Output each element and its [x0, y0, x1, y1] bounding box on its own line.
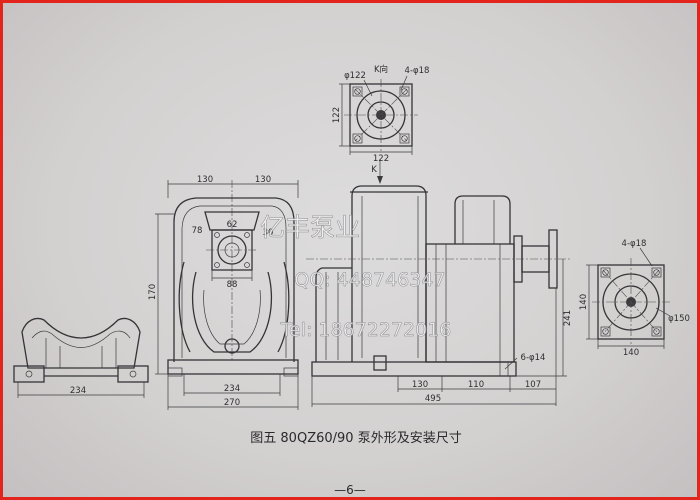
k-view-bolt-pad [352, 133, 363, 144]
side-base [311, 361, 517, 377]
k-view-hole-label: 4-φ18 [405, 66, 430, 76]
outlet-right-label: 30 [263, 228, 274, 238]
k-view-bolt-hole [401, 135, 408, 142]
front-view: 130 130 62 78 30 88 170 2 [148, 175, 299, 410]
k-view-height-label: 122 [332, 107, 342, 123]
side-dim-a-label: 130 [412, 380, 428, 390]
bearing-housing [454, 195, 511, 244]
k-view-bolt-pad [352, 86, 363, 97]
centerline [602, 269, 660, 335]
watermark-qq: QQ: 448746347 [294, 269, 445, 291]
saddle-width-label: 234 [70, 386, 86, 396]
front-height-label: 170 [148, 284, 158, 300]
k-view-hole-leader [400, 75, 408, 91]
front-base-outer-label: 270 [224, 398, 240, 408]
front-base-foot [167, 367, 183, 377]
watermark: 亿丰泵业 QQ: 448746347 Tel: 18672272016 [260, 213, 452, 342]
flange-bolt-hole [602, 328, 609, 335]
flange-bolt-hole [653, 328, 660, 335]
casing-rib-left [178, 261, 191, 353]
k-view-title: K向 [374, 64, 388, 75]
side-dim-c-label: 107 [525, 380, 541, 390]
front-base-foot [283, 367, 299, 377]
volute-inner [203, 289, 261, 345]
flange-height-label: 140 [579, 294, 589, 310]
k-view-bolt-hole [354, 88, 361, 95]
flange-bolt-pad [651, 267, 662, 278]
pump-casing-outline [173, 197, 295, 362]
flange-bore-leader [655, 307, 671, 317]
outlet-bolt-hole [244, 262, 250, 268]
outlet-width-label: 88 [227, 280, 238, 290]
figure-caption: 图五 80QZ60/90 泵外形及安装尺寸 [250, 431, 461, 446]
saddle-inner-curve [31, 330, 131, 348]
volute-lower-part [315, 267, 352, 362]
flange-bore-label: φ150 [668, 314, 690, 324]
side-length-label: 495 [425, 394, 441, 404]
k-view-bolt-pad [399, 133, 410, 144]
saddle-bolt-hole [25, 370, 33, 378]
k-view: K向 φ122 4-φ18 122 122 [332, 64, 429, 164]
flange-view: 4-φ18 φ150 140 140 [579, 239, 690, 358]
front-base [167, 359, 299, 375]
flange-width-label: 140 [623, 348, 639, 358]
side-view: K 6-φ14 241 130 110 107 [306, 160, 573, 407]
front-base-inner-label: 234 [224, 384, 240, 394]
side-drain [373, 355, 387, 371]
front-width-right-label: 130 [255, 175, 271, 185]
k-view-arrow-head [377, 176, 383, 184]
k-arrow-label: K [371, 165, 377, 175]
centerline [354, 88, 408, 142]
k-view-width-label: 122 [373, 154, 389, 164]
bearing-body [425, 243, 515, 363]
page-number: —6— [334, 483, 366, 497]
side-hole-label: 6-φ14 [521, 353, 546, 363]
flange-bolt-pad [600, 326, 611, 337]
side-hole-leader [504, 357, 518, 370]
flange-bolt-pad [600, 267, 611, 278]
flange-bolt-hole [602, 269, 609, 276]
volute-casing [191, 271, 273, 353]
casing-rib-right [277, 261, 290, 353]
saddle-foot-left [13, 365, 45, 383]
k-view-bore-label: φ122 [344, 71, 366, 81]
saddle-base-view: 234 [13, 317, 149, 398]
centerline [354, 88, 408, 142]
flange-bolt-pad [651, 326, 662, 337]
side-dim-b-label: 110 [468, 380, 484, 390]
k-view-bolt-hole [401, 88, 408, 95]
outlet-bolt-hole [244, 232, 250, 238]
k-view-bolt-hole [354, 135, 361, 142]
side-height-label: 241 [563, 310, 573, 326]
watermark-company: 亿丰泵业 [260, 213, 360, 242]
outlet-neck [204, 211, 260, 231]
outlet-bolt-hole [214, 232, 220, 238]
front-width-left-label: 130 [197, 175, 213, 185]
pump-casing-inner [181, 205, 287, 358]
watermark-tel: Tel: 18672272016 [280, 319, 452, 341]
flange-hole-label: 4-φ18 [622, 239, 647, 249]
saddle-foot-right [117, 365, 149, 383]
saddle-bolt-hole [129, 370, 137, 378]
flange-hole-leader [639, 247, 653, 267]
outlet-top-label: 62 [227, 220, 238, 230]
saddle-cradle [21, 317, 141, 369]
k-view-bolt-pad [399, 86, 410, 97]
flange-bolt-hole [653, 269, 660, 276]
outlet-left-label: 78 [192, 226, 203, 236]
outlet-bolt-hole [214, 262, 220, 268]
drain-plug [224, 338, 240, 354]
